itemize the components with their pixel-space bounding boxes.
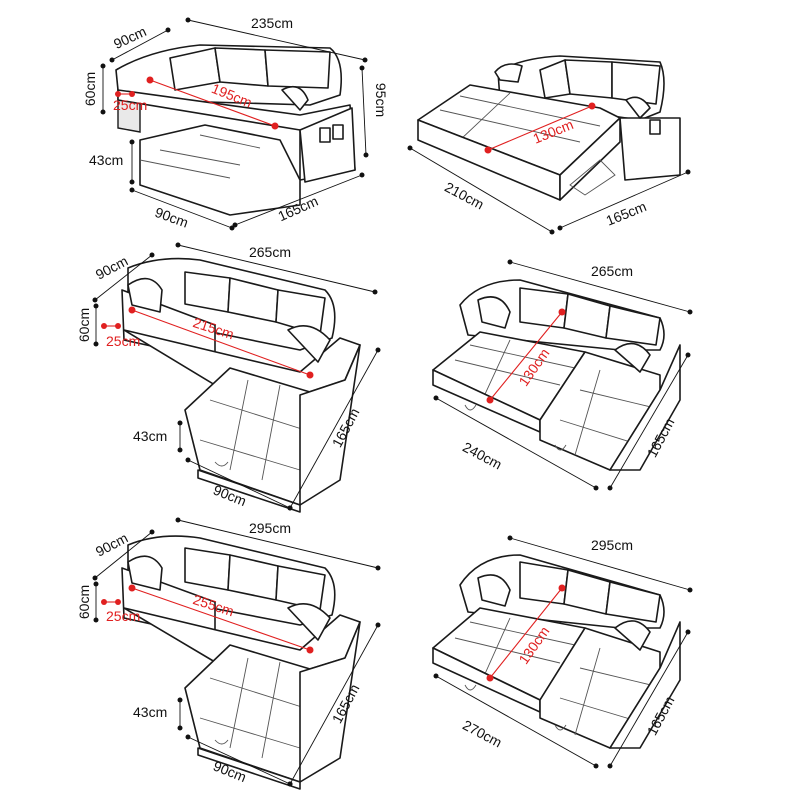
bed-chaise-length-label: 165cm <box>604 198 649 229</box>
dim-back-height-label: 60cm <box>76 308 92 342</box>
dim-width-label: 235cm <box>251 15 293 31</box>
dim-back-height-label: 60cm <box>82 72 98 106</box>
seat-armrest-label: 25cm <box>106 608 140 624</box>
panel-sofa-235-sofa: 235cm 90cm 60cm 95cm 25cm 195cm 43cm 90c… <box>82 15 389 231</box>
panel-sofa-295-bed: 295cm 130cm 270cm 165cm <box>432 535 693 769</box>
dim-depth-label: 90cm <box>93 252 131 282</box>
dim-width-label: 265cm <box>591 263 633 279</box>
panel-sofa-265-sofa: 265cm 90cm 60cm 25cm 215cm 43cm 90cm 165… <box>76 242 381 513</box>
dim-seat-height-label: 43cm <box>133 428 167 444</box>
dim-seat-height-label: 43cm <box>89 152 123 168</box>
bed-length-label: 240cm <box>460 439 505 473</box>
sofa-235-bed-drawing <box>417 55 681 201</box>
dim-chaise-width-label: 90cm <box>153 204 191 231</box>
dim-back-height-label: 60cm <box>76 585 92 619</box>
dim-depth-label: 90cm <box>111 23 149 52</box>
dim-height-label: 95cm <box>373 83 389 117</box>
seat-armrest-label: 25cm <box>113 97 147 113</box>
bed-length-label: 210cm <box>442 179 487 213</box>
panel-sofa-235-bed: 130cm 210cm 165cm <box>407 55 691 235</box>
sofa-295-drawing <box>121 535 361 790</box>
dim-width-label: 295cm <box>249 520 291 536</box>
sofa-265-bed-drawing <box>432 279 681 471</box>
sofa-265-drawing <box>121 257 361 513</box>
panel-sofa-295-sofa: 295cm 90cm 60cm 25cm 255cm 43cm 90cm 165… <box>76 517 381 790</box>
dim-width-label: 265cm <box>249 244 291 260</box>
panel-sofa-265-bed: 265cm 130cm 240cm 165cm <box>432 259 693 491</box>
sofa-235-drawing <box>115 44 356 216</box>
dim-width-label: 295cm <box>591 537 633 553</box>
bed-length-label: 270cm <box>460 717 505 751</box>
dim-seat-height-label: 43cm <box>133 704 167 720</box>
dim-depth-label: 90cm <box>93 529 131 559</box>
seat-armrest-label: 25cm <box>106 333 140 349</box>
